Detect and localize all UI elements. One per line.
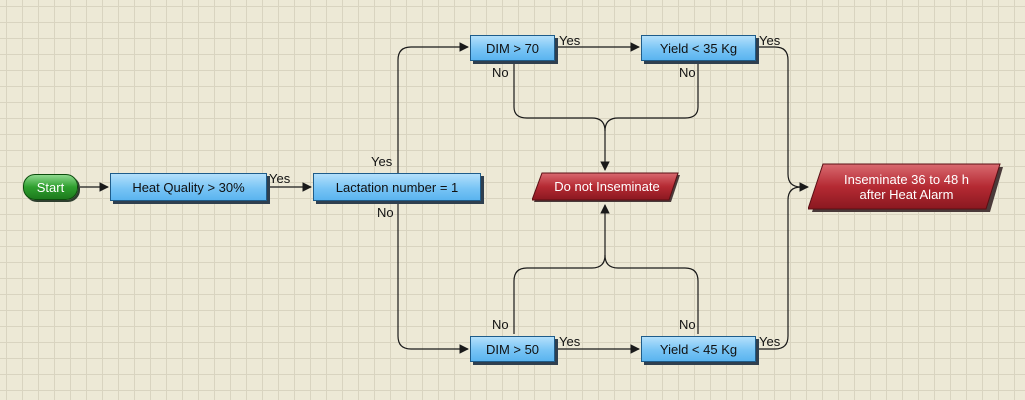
yield-45-label: Yield < 45 Kg bbox=[659, 341, 738, 357]
inseminate-shape bbox=[808, 163, 1003, 212]
dim-70-label: DIM > 70 bbox=[485, 40, 540, 56]
no-label-lactation: No bbox=[377, 205, 394, 220]
do-not-inseminate-label: Do not Inseminate bbox=[554, 179, 660, 194]
connector-yield45-donot bbox=[604, 254, 699, 334]
connector-lactation-dim70 bbox=[397, 42, 469, 174]
lactation-label: Lactation number = 1 bbox=[335, 179, 459, 195]
do-not-inseminate-shape bbox=[532, 172, 680, 202]
inseminate-label-line1: Inseminate 36 to 48 h bbox=[843, 171, 970, 187]
connector-yield45-inseminate bbox=[758, 186, 802, 350]
connector-yield35-donot bbox=[604, 62, 699, 132]
yield-45-decision[interactable]: Yield < 45 Kg bbox=[641, 336, 756, 362]
heat-quality-label: Heat Quality > 30% bbox=[132, 179, 245, 195]
connector-dim50-donot bbox=[513, 204, 610, 334]
no-label-dim50: No bbox=[492, 317, 509, 332]
inseminate-label-line2: after Heat Alarm bbox=[859, 186, 954, 202]
heat-quality-decision[interactable]: Heat Quality > 30% bbox=[110, 173, 267, 201]
yes-label-dim70: Yes bbox=[559, 33, 581, 48]
connector-lactation-dim50 bbox=[397, 202, 469, 354]
do-not-inseminate-outcome[interactable]: Do not Inseminate bbox=[532, 172, 682, 204]
yes-label-yield35: Yes bbox=[759, 33, 781, 48]
inseminate-outcome[interactable]: Inseminate 36 to 48 h after Heat Alarm bbox=[808, 163, 1005, 213]
yield-35-label: Yield < 35 Kg bbox=[659, 40, 738, 56]
no-label-yield35: No bbox=[679, 65, 696, 80]
start-terminator[interactable]: Start bbox=[23, 174, 78, 200]
yes-label-yield45: Yes bbox=[759, 334, 781, 349]
yes-label-dim50: Yes bbox=[559, 334, 581, 349]
yes-label-heat: Yes bbox=[269, 171, 291, 186]
dim-50-label: DIM > 50 bbox=[485, 341, 540, 357]
lactation-number-decision[interactable]: Lactation number = 1 bbox=[313, 173, 481, 201]
no-label-yield45: No bbox=[679, 317, 696, 332]
yes-label-lactation: Yes bbox=[371, 154, 393, 169]
connector-yield35-inseminate bbox=[758, 46, 809, 192]
dim-70-decision[interactable]: DIM > 70 bbox=[470, 35, 555, 61]
no-label-dim70: No bbox=[492, 65, 509, 80]
dim-50-decision[interactable]: DIM > 50 bbox=[470, 336, 555, 362]
start-label: Start bbox=[36, 179, 65, 195]
connector-dim70-donot bbox=[513, 62, 610, 171]
yield-35-decision[interactable]: Yield < 35 Kg bbox=[641, 35, 756, 61]
